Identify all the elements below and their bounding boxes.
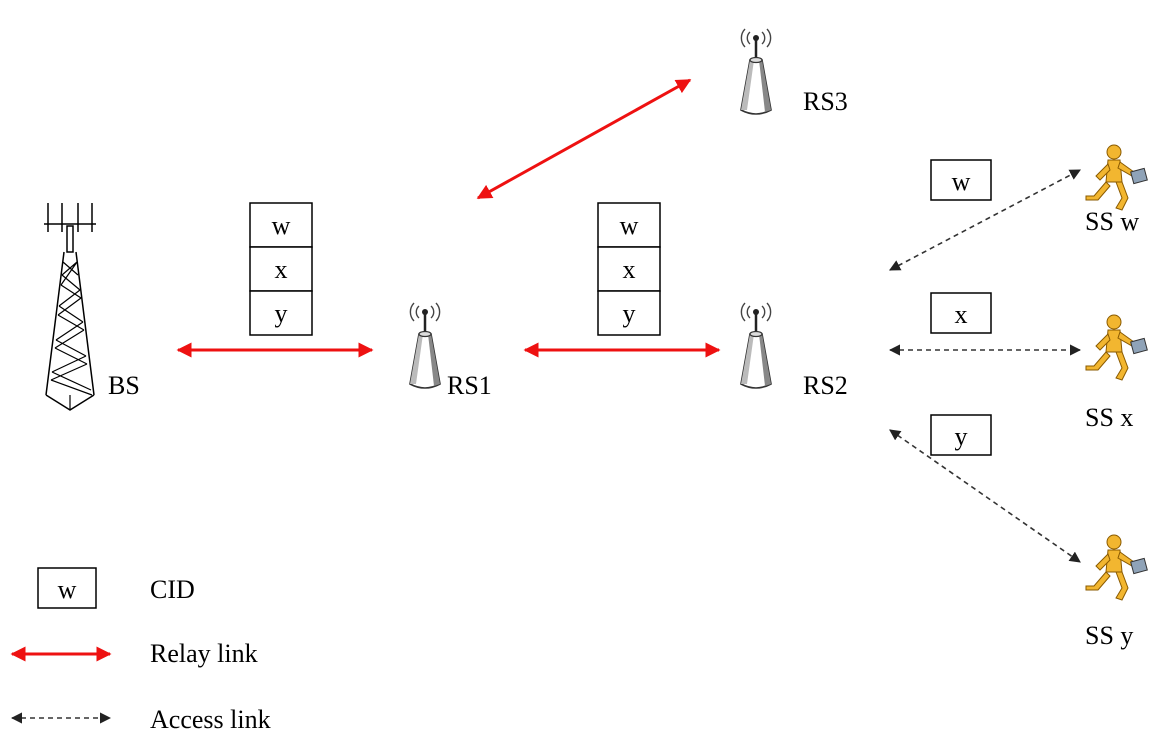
legend: w CID Relay link Access link — [10, 567, 271, 734]
cid-label: y — [623, 299, 636, 328]
cid-box — [249, 246, 313, 292]
cid-label-access-y: y — [955, 422, 968, 451]
cid-label: x — [275, 255, 288, 284]
relay-link-rs1-rs3 — [476, 78, 692, 200]
cid-stack-rs1-rs2: w x y — [597, 202, 661, 336]
rs2-label: RS2 — [803, 371, 848, 400]
cid-label: y — [275, 299, 288, 328]
legend-relay-label: Relay link — [150, 639, 258, 668]
ss-y-person-icon — [1085, 534, 1148, 601]
cid-label-access-w: w — [952, 167, 971, 196]
ss-w-label: SS w — [1085, 207, 1139, 236]
legend-cid-sample: w — [58, 575, 77, 604]
cid-box — [597, 202, 661, 248]
cid-stack-bs-rs1: w x y — [249, 202, 313, 336]
cid-label-access-x: x — [955, 300, 968, 329]
cid-label: x — [623, 255, 636, 284]
ss-x-label: SS x — [1085, 403, 1133, 432]
bs-tower-icon — [44, 203, 96, 411]
ss-w-person-icon — [1085, 144, 1148, 211]
ss-x-person-icon — [1085, 314, 1148, 381]
cid-label: w — [272, 211, 291, 240]
rs1-label: RS1 — [447, 371, 492, 400]
legend-cid-box — [37, 567, 97, 609]
legend-access-label: Access link — [150, 705, 271, 734]
rs3-antenna-icon — [739, 27, 773, 116]
cid-box-access-y — [930, 414, 992, 456]
cid-box-access-w — [930, 159, 992, 201]
bs-label: BS — [108, 371, 140, 400]
rs1-antenna-icon — [408, 301, 442, 390]
cid-box-access-x — [930, 292, 992, 334]
cid-box — [597, 246, 661, 292]
rs3-label: RS3 — [803, 87, 848, 116]
rs2-antenna-icon — [739, 301, 773, 390]
ss-y-label: SS y — [1085, 621, 1133, 650]
cid-box — [249, 290, 313, 336]
cid-box — [597, 290, 661, 336]
cid-label: w — [620, 211, 639, 240]
legend-cid-label: CID — [150, 575, 195, 604]
access-link-ss-y — [889, 429, 1081, 563]
